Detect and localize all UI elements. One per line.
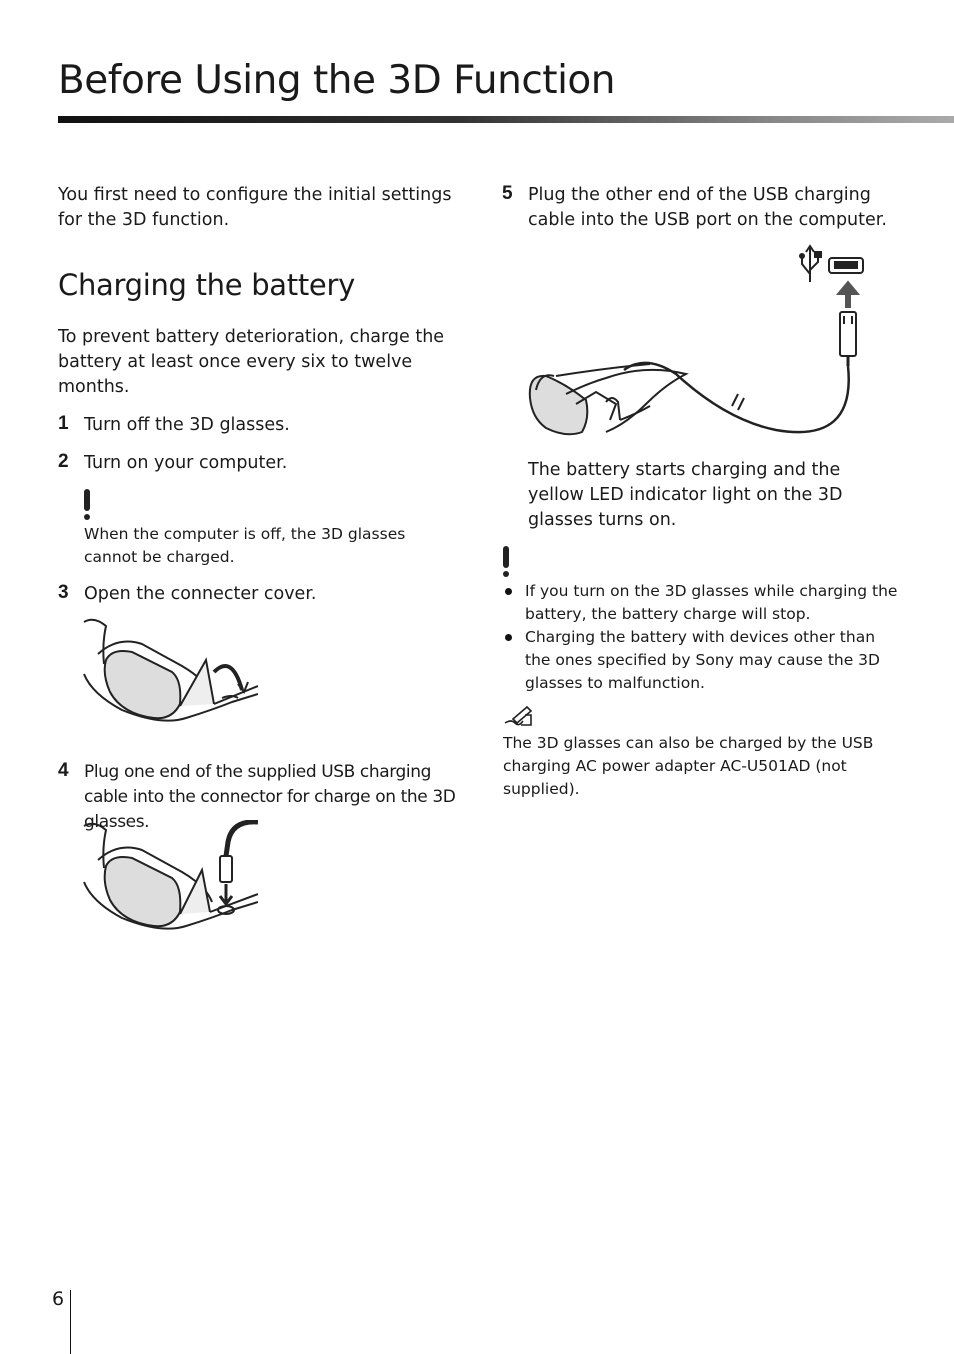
step-number: 1 bbox=[58, 413, 69, 434]
intro-text: You first need to configure the initial … bbox=[58, 185, 452, 230]
step-2-text: Turn on your computer. bbox=[84, 453, 288, 473]
caution-icon bbox=[84, 489, 91, 520]
note-pencil-icon bbox=[504, 705, 533, 726]
step-3-text: Open the connecter cover. bbox=[84, 584, 317, 604]
step-5-result: The battery starts charging and the yell… bbox=[528, 460, 843, 530]
caution-step2-text: When the computer is off, the 3D glasses… bbox=[84, 525, 406, 566]
usb-port-icon bbox=[828, 257, 864, 274]
step-3: 3 bbox=[58, 582, 69, 604]
step-number: 3 bbox=[58, 582, 69, 603]
step-1-text: Turn off the 3D glasses. bbox=[84, 415, 290, 435]
step-number: 5 bbox=[502, 183, 513, 204]
page-number: 6 bbox=[52, 1288, 65, 1310]
list-item: If you turn on the 3D glasses while char… bbox=[503, 580, 903, 626]
list-item: Charging the battery with devices other … bbox=[503, 626, 903, 695]
step-number: 2 bbox=[58, 451, 69, 472]
section-heading: Charging the battery bbox=[58, 268, 355, 302]
usb-symbol-icon bbox=[799, 244, 822, 282]
plug-cable-illustration bbox=[83, 820, 258, 930]
step-1: 1 bbox=[58, 413, 69, 435]
caution-list: If you turn on the 3D glasses while char… bbox=[503, 580, 903, 695]
section-lead: To prevent battery deterioration, charge… bbox=[58, 327, 445, 397]
step-number: 4 bbox=[58, 760, 69, 781]
title-rule bbox=[58, 116, 954, 123]
note-text: The 3D glasses can also be charged by th… bbox=[503, 734, 874, 798]
step-5-text: Plug the other end of the USB charging c… bbox=[528, 185, 887, 230]
step-5: 5 bbox=[502, 183, 513, 205]
page-title: Before Using the 3D Function bbox=[58, 58, 616, 103]
usb-to-computer-illustration bbox=[528, 244, 864, 436]
page-number-divider bbox=[70, 1290, 71, 1354]
step-4: 4 bbox=[58, 760, 69, 782]
step-2: 2 bbox=[58, 451, 69, 473]
open-cover-illustration bbox=[83, 618, 258, 722]
caution-icon bbox=[503, 546, 510, 577]
